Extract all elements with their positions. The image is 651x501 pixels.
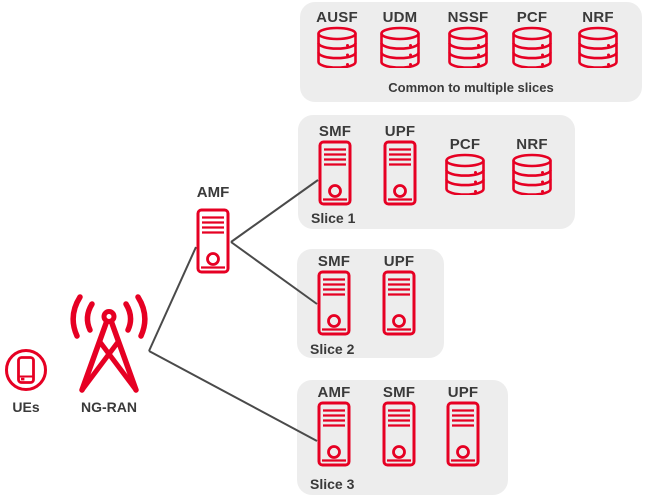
nf-label: NSSF: [447, 9, 489, 26]
slice2-cell-upf: UPF: [367, 253, 431, 336]
core-amf-label: AMF: [196, 184, 230, 201]
slice-3-box: [297, 380, 508, 495]
slice3-cell-upf: UPF: [431, 384, 495, 467]
slice3-cell-smf: SMF: [367, 384, 431, 467]
server-icon: [383, 140, 417, 206]
server-icon: [382, 270, 416, 336]
line-ngran-to-amf: [148, 246, 197, 352]
line-ngran-to-slice3: [148, 350, 318, 442]
server-icon: [446, 401, 480, 467]
nf-label: UPF: [383, 253, 415, 270]
database-icon: [378, 26, 422, 68]
database-icon: [510, 26, 554, 68]
common-cell-ausf: AUSF: [305, 9, 369, 68]
nf-label: AMF: [317, 384, 351, 401]
nf-label: PCF: [516, 9, 548, 26]
nf-label: UPF: [447, 384, 479, 401]
common-box-caption: Common to multiple slices: [388, 80, 554, 95]
line-amf-to-slice2: [230, 241, 318, 305]
nf-label: SMF: [317, 253, 351, 270]
database-icon: [315, 26, 359, 68]
nf-label: SMF: [318, 123, 352, 140]
server-icon: [382, 401, 416, 467]
ngran-label: NG-RAN: [81, 399, 137, 415]
slice1-cell-upf: UPF: [368, 123, 432, 206]
server-icon: [317, 401, 351, 467]
slice-2-box: [297, 249, 444, 358]
nf-label: PCF: [449, 136, 481, 153]
slice2-name: Slice 2: [310, 341, 355, 357]
common-cell-pcf: PCF: [500, 9, 564, 68]
server-icon: [317, 270, 351, 336]
nf-label: AUSF: [316, 9, 358, 26]
nf-label: SMF: [382, 384, 416, 401]
slice-1-box: [298, 115, 575, 229]
slice1-cell-smf: SMF: [303, 123, 367, 206]
slice3-cell-amf: AMF: [302, 384, 366, 467]
slice1-cell-pcf: PCF: [433, 136, 497, 195]
nf-label: NRF: [582, 9, 614, 26]
common-cell-udm: UDM: [368, 9, 432, 68]
nf-label: NRF: [516, 136, 548, 153]
ues-label: UEs: [12, 399, 40, 415]
amf-server-icon: [196, 208, 230, 274]
line-amf-to-slice1: [230, 179, 319, 243]
database-icon: [576, 26, 620, 68]
database-icon: [446, 26, 490, 68]
slice1-cell-nrf: NRF: [500, 136, 564, 195]
slice3-name: Slice 3: [310, 476, 355, 492]
common-cell-nssf: NSSF: [436, 9, 500, 68]
database-icon: [510, 153, 554, 195]
nf-label: UPF: [384, 123, 416, 140]
ue-phone-icon: [4, 348, 48, 392]
server-icon: [318, 140, 352, 206]
slice1-name: Slice 1: [311, 210, 356, 226]
common-functions-box: [300, 2, 642, 102]
database-icon: [443, 153, 487, 195]
nf-label: UDM: [382, 9, 418, 26]
common-cell-nrf: NRF: [566, 9, 630, 68]
slice2-cell-smf: SMF: [302, 253, 366, 336]
ngran-tower-icon: [67, 291, 151, 393]
